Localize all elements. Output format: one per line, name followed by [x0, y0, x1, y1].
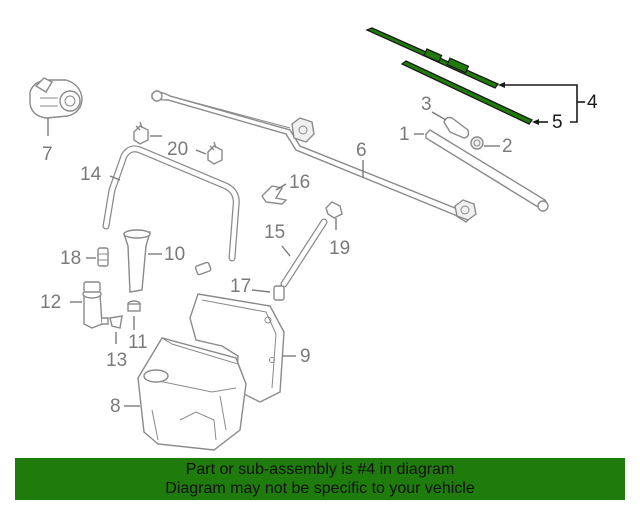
washer-pump[interactable] — [82, 281, 109, 329]
hose-fitting[interactable] — [194, 261, 285, 301]
callout-leaders-4-5 — [498, 82, 585, 125]
callout-18: 18 — [60, 248, 81, 269]
washer-nozzles[interactable] — [133, 121, 223, 165]
callout-15: 15 — [264, 222, 285, 243]
wiper-motor[interactable] — [29, 77, 83, 119]
banner-line-1: Part or sub-assembly is #4 in diagram — [185, 461, 455, 478]
wiper-blade-assembly[interactable] — [365, 27, 500, 89]
callout-7: 7 — [42, 144, 53, 165]
callout-2: 2 — [502, 136, 513, 157]
arm-nut[interactable] — [470, 136, 484, 150]
sensor-grommet[interactable] — [127, 300, 141, 312]
callout-13: 13 — [106, 350, 127, 371]
callout-8: 8 — [110, 396, 121, 417]
grommet[interactable] — [97, 247, 109, 267]
arm-cap[interactable] — [443, 116, 470, 139]
callout-20: 20 — [167, 139, 188, 160]
callout-17: 17 — [230, 276, 251, 297]
info-banner: Part or sub-assembly is #4 in diagram Di… — [15, 458, 625, 500]
washer-reservoir[interactable] — [137, 337, 247, 451]
banner-line-2: Diagram may not be specific to your vehi… — [165, 480, 475, 497]
callout-16: 16 — [289, 172, 310, 193]
wiper-blade-insert[interactable] — [400, 60, 533, 125]
filler-neck[interactable] — [123, 229, 151, 293]
callout-1: 1 — [399, 124, 410, 145]
hose-section[interactable] — [280, 218, 328, 288]
callout-19: 19 — [329, 238, 350, 259]
wiper-arm[interactable] — [425, 129, 549, 212]
callout-5: 5 — [552, 112, 563, 133]
callout-4: 4 — [587, 92, 598, 113]
callout-14: 14 — [80, 164, 102, 185]
callout-9: 9 — [300, 346, 311, 367]
pump-seal[interactable] — [109, 315, 123, 329]
parts-diagram: 4 5 3 2 1 6 7 — [29, 27, 598, 451]
callout-12: 12 — [40, 292, 61, 313]
washer-hose[interactable] — [102, 145, 240, 262]
callout-6: 6 — [356, 140, 367, 161]
hose-connector[interactable] — [261, 185, 288, 205]
callout-11: 11 — [128, 332, 148, 353]
hose-clip[interactable] — [325, 201, 343, 219]
callout-3: 3 — [421, 94, 432, 115]
wiper-linkage[interactable] — [151, 90, 477, 223]
callout-10: 10 — [164, 244, 185, 265]
